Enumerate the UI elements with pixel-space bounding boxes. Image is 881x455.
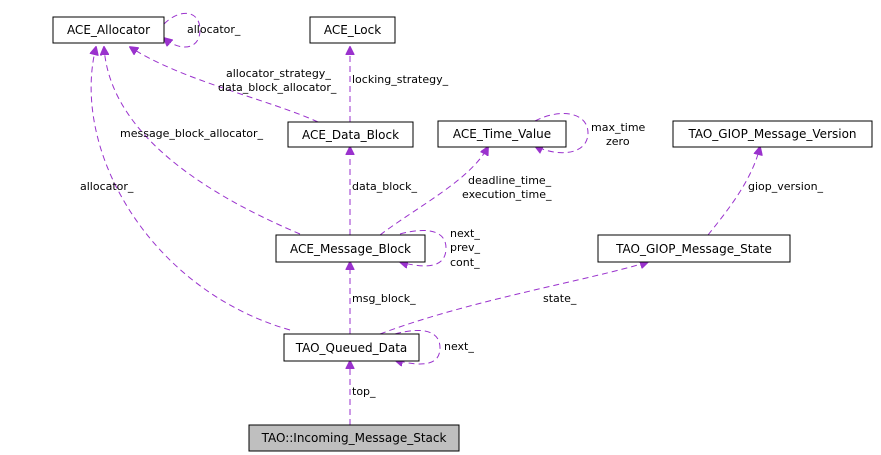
node-ace-data-block[interactable]: ACE_Data_Block	[287, 121, 414, 148]
edge-label-giop-version: giop_version_	[748, 180, 824, 193]
node-tao-queued-data[interactable]: TAO_Queued_Data	[283, 333, 420, 362]
edge-data-block-to-allocator	[130, 47, 319, 123]
node-label: TAO_Queued_Data	[295, 341, 408, 355]
edge-label-prev-mb: prev_	[450, 241, 481, 254]
edge-label-deadline-time: deadline_time_	[468, 174, 552, 187]
edge-label-message-block-allocator: message_block_allocator_	[120, 127, 264, 140]
edge-label-locking-strategy: locking_strategy_	[352, 73, 449, 86]
edge-queued-data-to-state	[379, 262, 648, 335]
node-ace-lock[interactable]: ACE_Lock	[309, 16, 396, 44]
edge-label-allocator-self: allocator_	[187, 23, 241, 36]
node-ace-allocator[interactable]: ACE_Allocator	[52, 16, 165, 44]
edge-label-zero: zero	[606, 135, 630, 148]
edge-label-state: state_	[543, 292, 577, 305]
node-ace-message-block[interactable]: ACE_Message_Block	[275, 234, 426, 263]
node-label: ACE_Allocator	[67, 23, 150, 37]
node-label: ACE_Data_Block	[302, 128, 399, 142]
edge-label-execution-time: execution_time_	[462, 188, 552, 201]
edge-label-top: top_	[352, 385, 376, 398]
node-label: ACE_Lock	[324, 23, 381, 37]
edge-time-value-self	[535, 113, 589, 153]
edge-labels: allocator_ allocator_strategy_ data_bloc…	[80, 23, 824, 398]
edge-label-data-block-allocator: data_block_allocator_	[218, 81, 337, 94]
edge-queued-data-self	[395, 330, 441, 364]
edge-state-to-version	[707, 147, 760, 236]
node-label: TAO::Incoming_Message_Stack	[261, 431, 447, 445]
edge-label-msg-block: msg_block_	[352, 292, 416, 305]
node-label: TAO_GIOP_Message_Version	[687, 127, 856, 141]
edge-message-block-to-allocator	[104, 47, 301, 235]
edge-label-data-block: data_block_	[352, 180, 417, 193]
edges	[91, 13, 760, 425]
node-label: TAO_GIOP_Message_State	[615, 242, 772, 256]
node-tao-giop-message-state[interactable]: TAO_GIOP_Message_State	[597, 234, 791, 263]
node-ace-time-value[interactable]: ACE_Time_Value	[437, 120, 567, 148]
node-label: ACE_Message_Block	[290, 242, 411, 256]
edge-label-cont-mb: cont_	[450, 256, 480, 269]
edge-label-next-mb: next_	[450, 227, 480, 240]
node-incoming-message-stack[interactable]: TAO::Incoming_Message_Stack	[248, 424, 460, 452]
edge-label-max-time: max_time	[591, 121, 646, 134]
edge-queued-data-to-allocator	[91, 47, 291, 331]
node-tao-giop-message-version[interactable]: TAO_GIOP_Message_Version	[672, 120, 873, 148]
edge-message-block-self	[400, 230, 447, 265]
node-label: ACE_Time_Value	[453, 127, 551, 141]
edge-label-allocator-queued: allocator_	[80, 180, 134, 193]
edge-message-block-to-time-value	[379, 147, 488, 236]
edge-label-next-qd: next_	[444, 340, 474, 353]
edge-label-allocator-strategy: allocator_strategy_	[226, 67, 331, 80]
edge-allocator-self	[164, 13, 201, 48]
